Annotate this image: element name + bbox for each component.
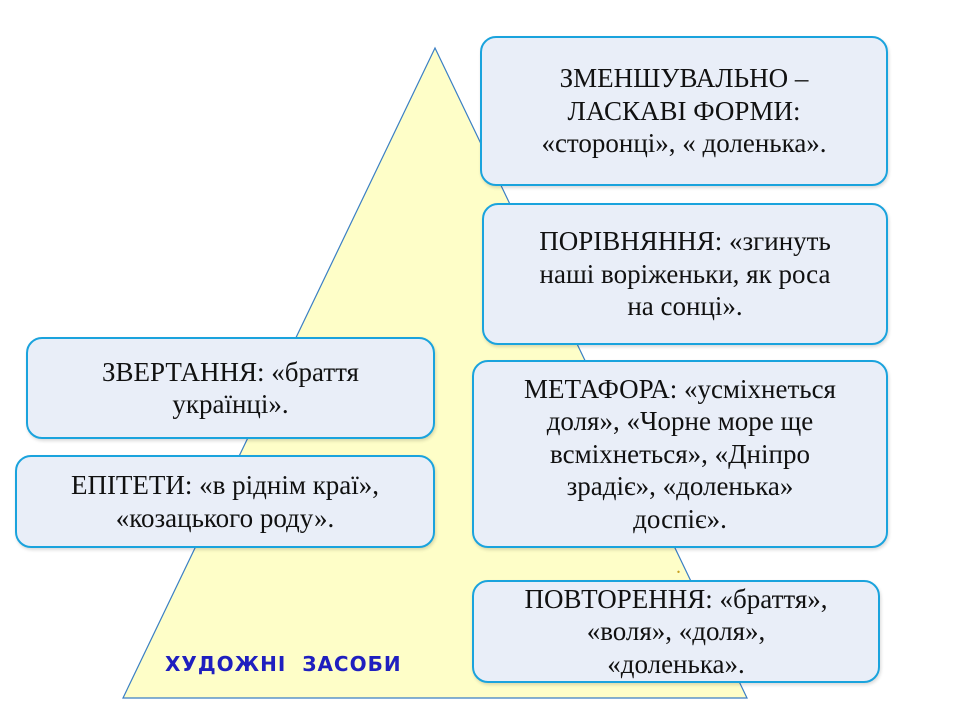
box-porivniannia-line3: на сонці». — [627, 291, 743, 322]
box-zmenshuvalno-laskavi-formy: ЗМЕНШУВАЛЬНО – ЛАСКАВІ ФОРМИ: «сторонці»… — [480, 36, 888, 186]
box-zvertannia-line2: українці». — [172, 389, 289, 419]
box-metafora-line3: всміхнеться», «Дніпро — [550, 438, 810, 469]
box-zvertannia: ЗВЕРТАННЯ: «браття українці». — [26, 337, 435, 439]
pyramid-label: ХУДОЖНІ ЗАСОБИ — [165, 652, 402, 676]
box-zmenshuvalno-line1: ЗМЕНШУВАЛЬНО – — [559, 63, 809, 94]
box-metafora-line1: МЕТАФОРА: «усміхнеться — [524, 374, 836, 405]
box-zmenshuvalno-line3: «сторонці», « доленька». — [541, 128, 827, 159]
box-metafora-line2: доля», «Чорне море ще — [546, 406, 814, 437]
box-metafora: МЕТАФОРА: «усміхнеться доля», «Чорне мор… — [472, 360, 888, 548]
box-povtorennia-line3: «доленька». — [607, 648, 745, 679]
box-porivniannia-line2: наші воріженьки, як роса — [539, 258, 831, 289]
box-epitety-line1: ЕПІТЕТИ: «в ріднім краї», — [70, 470, 380, 501]
box-porivniannia-line1: ПОРІВНЯННЯ: «згинуть — [539, 226, 831, 257]
box-zmenshuvalno-line2: ЛАСКАВІ ФОРМИ: — [567, 95, 801, 126]
box-povtorennia: ПОВТОРЕННЯ: «браття», «воля», «доля», «д… — [472, 580, 880, 683]
stray-dot: . — [676, 556, 681, 578]
box-metafora-line4: зрадіє», «доленька» — [566, 471, 794, 502]
box-porivniannia: ПОРІВНЯННЯ: «згинуть наші воріженьки, як… — [482, 203, 888, 345]
box-povtorennia-line2: «воля», «доля», — [586, 616, 766, 647]
box-povtorennia-line1: ПОВТОРЕННЯ: «браття», — [524, 583, 828, 614]
box-metafora-line5: доспіє». — [633, 503, 727, 534]
box-epitety-line2: «козацького роду». — [115, 502, 335, 533]
box-epitety: ЕПІТЕТИ: «в ріднім краї», «козацького ро… — [15, 455, 435, 548]
box-zvertannia-line1: ЗВЕРТАННЯ: «браття — [102, 356, 359, 387]
